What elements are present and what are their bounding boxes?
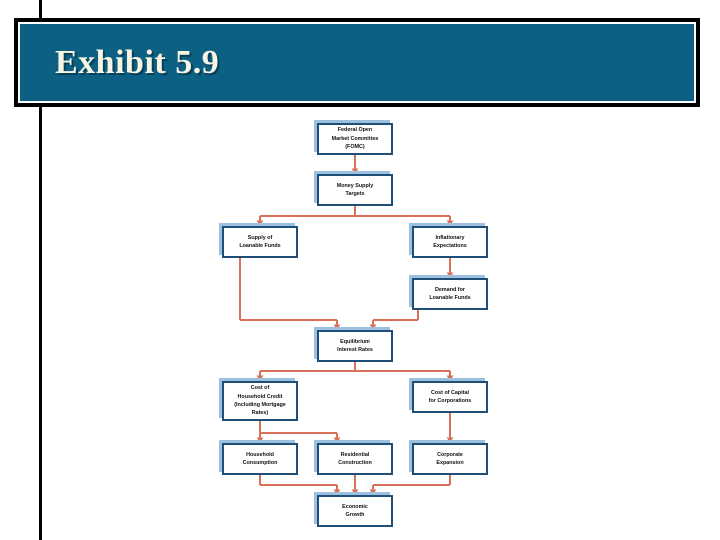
node-residential: Residential Construction <box>317 443 393 475</box>
left-margin-rule <box>39 0 42 540</box>
node-label-growth: Economic Growth <box>342 503 368 518</box>
node-label-equilibrium: Equilibrium Interest Rates <box>337 338 373 353</box>
node-label-supply: Supply of Loanable Funds <box>239 234 281 249</box>
node-corpexp: Corporate Expansion <box>412 443 488 475</box>
node-label-residential: Residential Construction <box>338 451 372 466</box>
node-money: Money Supply Targets <box>317 174 393 206</box>
node-label-fomc: Federal Open Market Committee (FOMC) <box>331 127 379 151</box>
node-inflation: Inflationary Expectations <box>412 226 488 258</box>
node-label-capital: Cost of Capital for Corporations <box>428 389 472 404</box>
page-title: Exhibit 5.9 <box>55 43 220 81</box>
node-capital: Cost of Capital for Corporations <box>412 381 488 413</box>
node-label-demand: Demand for Loanable Funds <box>429 286 471 301</box>
node-growth: Economic Growth <box>317 495 393 527</box>
node-equilibrium: Equilibrium Interest Rates <box>317 330 393 362</box>
node-hhcredit: Cost of Household Credit (Including Mort… <box>222 381 298 421</box>
node-hhconsume: Household Consumption <box>222 443 298 475</box>
node-label-inflation: Inflationary Expectations <box>433 234 467 249</box>
node-label-hhconsume: Household Consumption <box>242 451 278 466</box>
node-label-money: Money Supply Targets <box>336 182 374 197</box>
node-supply: Supply of Loanable Funds <box>222 226 298 258</box>
node-demand: Demand for Loanable Funds <box>412 278 488 310</box>
node-label-corpexp: Corporate Expansion <box>436 451 464 466</box>
node-fomc: Federal Open Market Committee (FOMC) <box>317 123 393 155</box>
title-banner-fill: Exhibit 5.9 <box>20 24 694 101</box>
title-banner: Exhibit 5.9 <box>14 18 700 107</box>
node-label-hhcredit: Cost of Household Credit (Including Mort… <box>234 385 286 417</box>
title-banner-inner-border: Exhibit 5.9 <box>18 22 696 103</box>
